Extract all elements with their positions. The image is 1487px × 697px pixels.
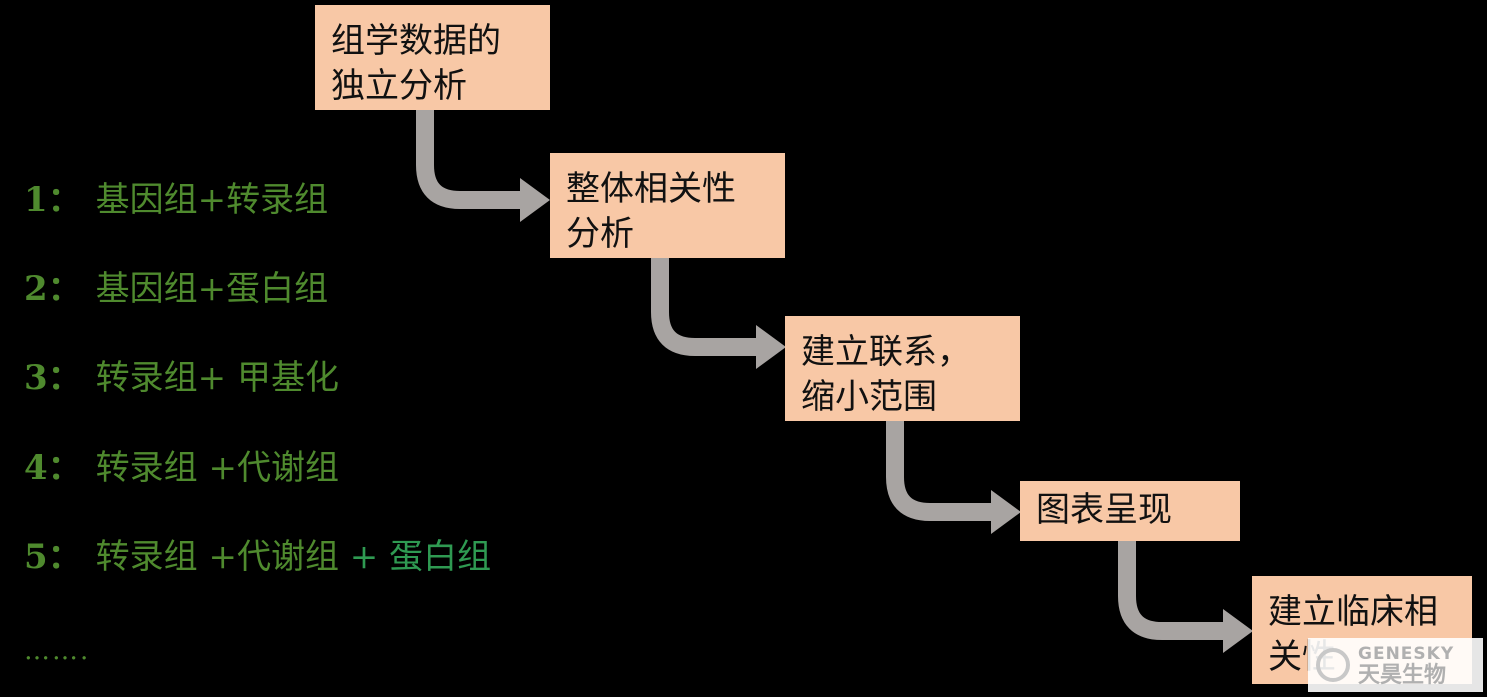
connector-arrow-2 bbox=[651, 258, 758, 356]
step-box-correlation-analysis: 整体相关性 分析 bbox=[550, 153, 785, 258]
item-separator: ： bbox=[47, 358, 82, 398]
list-item: 4： 转录组 +代谢组 bbox=[24, 448, 339, 488]
arrowhead-1 bbox=[520, 178, 550, 222]
list-item: 3： 转录组+ 甲基化 bbox=[24, 358, 339, 398]
step-text-line: 组学数据的 bbox=[331, 21, 501, 61]
list-ellipsis: ……. bbox=[24, 636, 91, 666]
step-text-line: 分析 bbox=[566, 214, 634, 254]
item-text: 转录组+ 甲基化 bbox=[95, 358, 339, 398]
step-text-line: 建立临床相 bbox=[1268, 592, 1438, 632]
item-text: 基因组+转录组 bbox=[95, 180, 329, 220]
watermark-brand-en: GENESKY bbox=[1358, 644, 1455, 664]
step-text-line: 独立分析 bbox=[331, 66, 467, 106]
item-number: 3 bbox=[24, 358, 48, 398]
item-text: 转录组 +代谢组 bbox=[95, 448, 339, 488]
item-text: 转录组 +代谢组 bbox=[95, 537, 339, 577]
connector-arrow-1 bbox=[416, 110, 522, 209]
list-item: 5： 转录组 +代谢组 + 蛋白组 bbox=[24, 537, 491, 577]
arrowhead-3 bbox=[991, 490, 1021, 534]
item-number: 2 bbox=[24, 269, 48, 309]
step-text-line: 建立联系， bbox=[801, 332, 971, 372]
step-box-chart-presentation: 图表呈现 bbox=[1020, 481, 1240, 541]
item-extra-text: + 蛋白组 bbox=[349, 537, 492, 577]
item-separator: ： bbox=[47, 269, 82, 309]
watermark-logo: GENESKY 天昊生物 bbox=[1308, 638, 1483, 692]
item-separator: ： bbox=[47, 448, 82, 488]
item-number: 1 bbox=[24, 180, 48, 220]
step-box-narrow-scope: 建立联系， 缩小范围 bbox=[785, 316, 1020, 421]
watermark-brand-cn: 天昊生物 bbox=[1358, 663, 1447, 688]
list-item: 2： 基因组+蛋白组 bbox=[24, 269, 328, 309]
item-separator: ： bbox=[47, 537, 82, 577]
step-text-line: 整体相关性 bbox=[566, 169, 736, 209]
item-number: 5 bbox=[24, 537, 48, 577]
step-box-independent-analysis: 组学数据的 独立分析 bbox=[315, 5, 550, 110]
item-number: 4 bbox=[24, 448, 48, 488]
item-text: 基因组+蛋白组 bbox=[95, 269, 329, 309]
connector-arrow-3 bbox=[886, 421, 993, 521]
connector-arrow-4 bbox=[1118, 541, 1225, 640]
list-item: 1： 基因组+转录组 bbox=[24, 180, 328, 220]
item-separator: ： bbox=[47, 180, 82, 220]
arrowhead-2 bbox=[756, 325, 786, 369]
brand-logo-icon bbox=[1316, 648, 1350, 682]
step-text-line: 图表呈现 bbox=[1036, 490, 1172, 530]
step-text-line: 缩小范围 bbox=[801, 377, 937, 417]
arrowhead-4 bbox=[1223, 609, 1253, 653]
